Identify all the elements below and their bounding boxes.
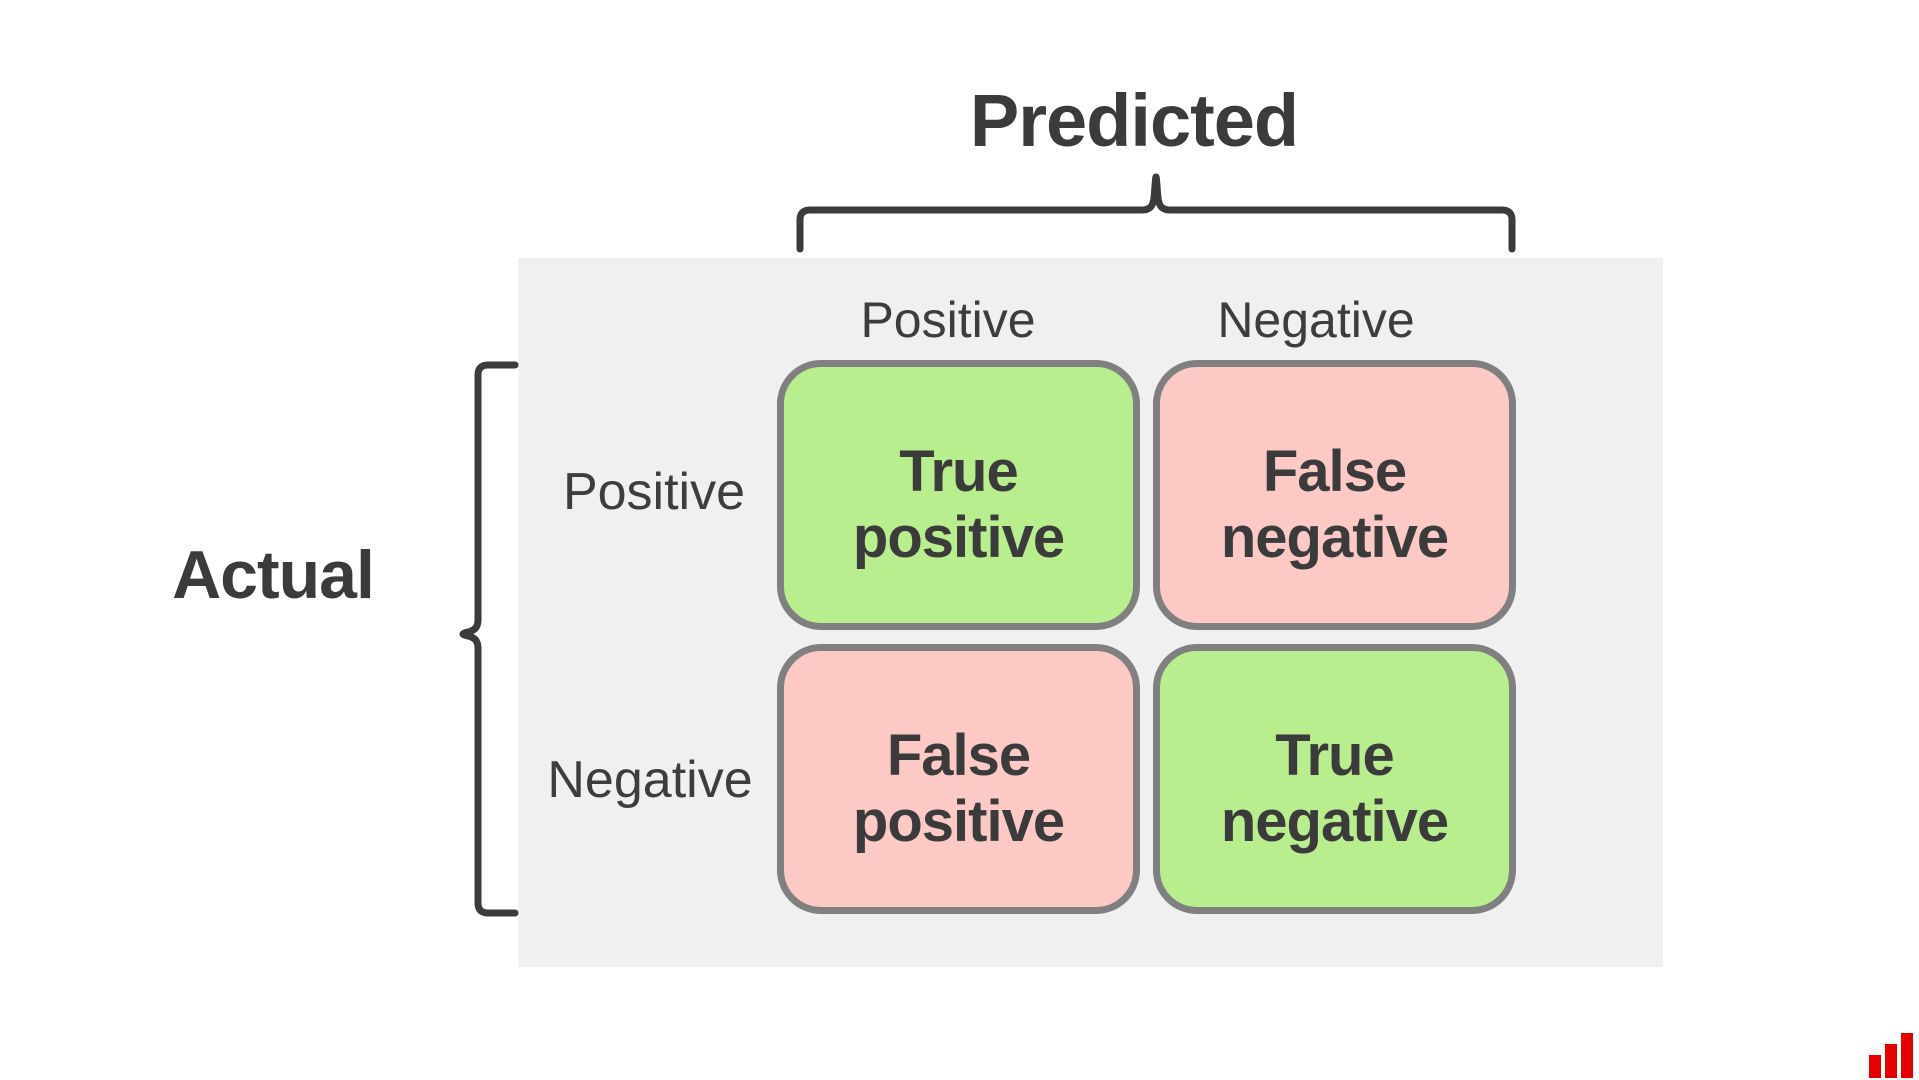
bar-chart-icon-bar-large: [1901, 1033, 1913, 1078]
matrix-cells: True positive False negative False posit…: [777, 360, 1516, 914]
cell-false-positive: False positive: [777, 644, 1140, 914]
cell-true-negative: True negative: [1153, 644, 1516, 914]
cell-false-negative: False negative: [1153, 360, 1516, 630]
cell-false-positive-label: False positive: [852, 723, 1065, 854]
cell-false-negative-label: False negative: [1220, 439, 1449, 570]
predicted-brace: [796, 173, 1516, 253]
cell-true-positive: True positive: [777, 360, 1140, 630]
actual-brace: [459, 361, 519, 917]
bar-chart-icon-bar-small: [1869, 1055, 1881, 1078]
actual-title: Actual: [172, 537, 375, 613]
cell-true-negative-label: True negative: [1220, 723, 1449, 854]
row-header-positive: Positive: [562, 463, 746, 521]
cell-true-positive-label: True positive: [852, 439, 1065, 570]
column-header-positive: Positive: [860, 292, 1036, 348]
predicted-title: Predicted: [969, 79, 1299, 162]
row-header-negative: Negative: [547, 751, 753, 809]
column-header-negative: Negative: [1217, 292, 1415, 348]
bar-chart-icon-bar-medium: [1885, 1044, 1897, 1078]
bar-chart-icon: [1869, 1032, 1919, 1078]
